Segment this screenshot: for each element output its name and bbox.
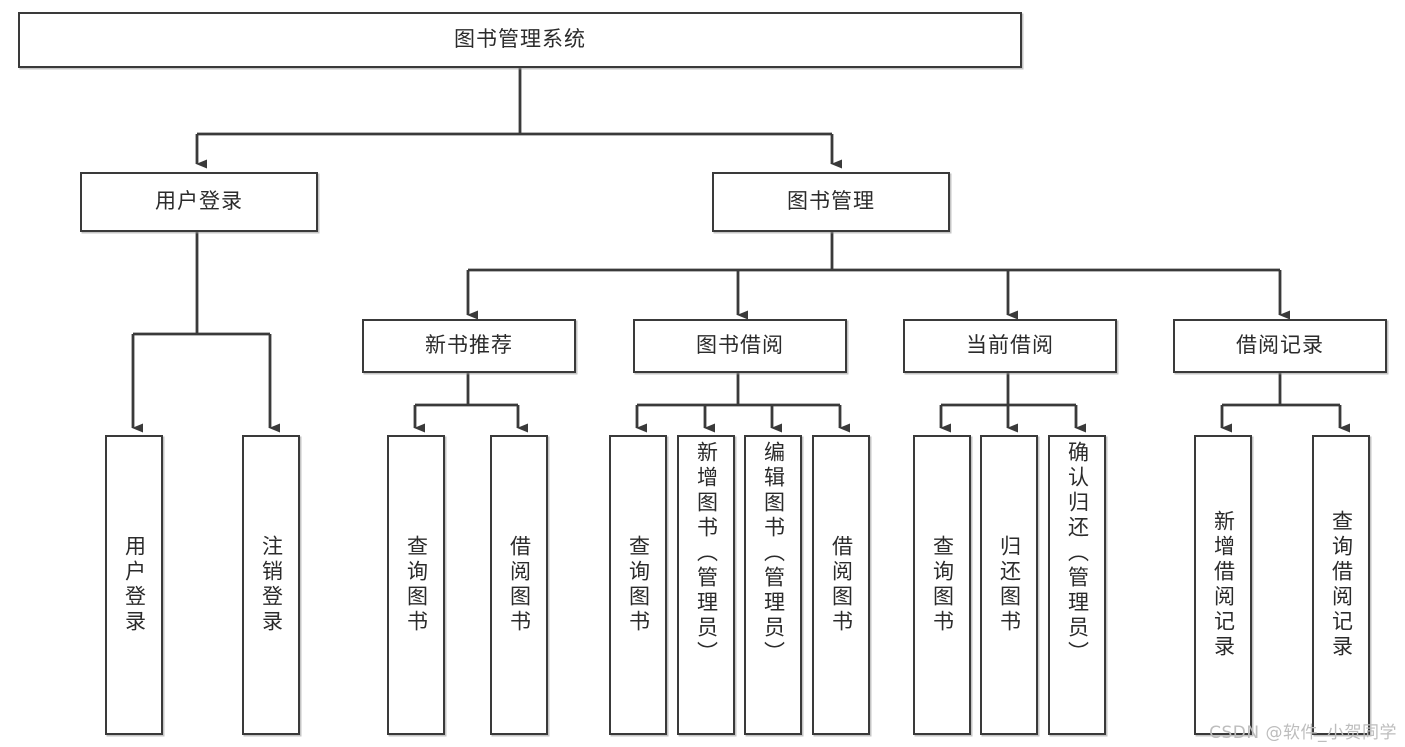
node-leaf-borrow-book-1[interactable]: 借阅图书 [490, 435, 548, 735]
node-leaf-query-book-3[interactable]: 查询图书 [913, 435, 971, 735]
node-new-book-recommend-label: 新书推荐 [425, 333, 513, 358]
node-leaf-query-book-1-label: 查询图书 [404, 535, 429, 635]
node-leaf-query-book-1[interactable]: 查询图书 [387, 435, 445, 735]
node-borrow-record-label: 借阅记录 [1236, 333, 1324, 358]
node-book-borrow-label: 图书借阅 [696, 333, 784, 358]
node-leaf-query-record-label: 查询借阅记录 [1329, 510, 1354, 660]
node-leaf-add-book-label: 新增图书（管理员） [694, 441, 719, 666]
node-leaf-add-record[interactable]: 新增借阅记录 [1194, 435, 1252, 735]
node-user-login[interactable]: 用户登录 [80, 172, 318, 232]
node-leaf-user-login-label: 用户登录 [122, 535, 147, 635]
node-leaf-add-book[interactable]: 新增图书（管理员） [677, 435, 735, 735]
node-leaf-borrow-book-2-label: 借阅图书 [829, 535, 854, 635]
node-leaf-borrow-book-2[interactable]: 借阅图书 [812, 435, 870, 735]
csdn-watermark: CSDN @软件_小贺同学 [1209, 723, 1397, 743]
node-root-label: 图书管理系统 [454, 27, 586, 52]
node-leaf-logout-label: 注销登录 [259, 535, 284, 635]
node-leaf-add-record-label: 新增借阅记录 [1211, 510, 1236, 660]
node-leaf-edit-book-label: 编辑图书（管理员） [761, 441, 786, 666]
node-leaf-query-book-2-label: 查询图书 [626, 535, 651, 635]
node-current-borrow-label: 当前借阅 [966, 333, 1054, 358]
node-user-login-label: 用户登录 [155, 189, 243, 214]
node-leaf-confirm-return-label: 确认归还（管理员） [1065, 441, 1090, 666]
node-leaf-user-login[interactable]: 用户登录 [105, 435, 163, 735]
node-leaf-confirm-return[interactable]: 确认归还（管理员） [1048, 435, 1106, 735]
node-root[interactable]: 图书管理系统 [18, 12, 1022, 68]
node-current-borrow[interactable]: 当前借阅 [903, 319, 1117, 373]
node-new-book-recommend[interactable]: 新书推荐 [362, 319, 576, 373]
node-book-manage[interactable]: 图书管理 [712, 172, 950, 232]
node-leaf-query-record[interactable]: 查询借阅记录 [1312, 435, 1370, 735]
node-leaf-return-book-label: 归还图书 [997, 535, 1022, 635]
node-leaf-query-book-3-label: 查询图书 [930, 535, 955, 635]
node-borrow-record[interactable]: 借阅记录 [1173, 319, 1387, 373]
node-leaf-borrow-book-1-label: 借阅图书 [507, 535, 532, 635]
node-leaf-return-book[interactable]: 归还图书 [980, 435, 1038, 735]
node-book-manage-label: 图书管理 [787, 189, 875, 214]
node-leaf-query-book-2[interactable]: 查询图书 [609, 435, 667, 735]
node-leaf-logout[interactable]: 注销登录 [242, 435, 300, 735]
node-leaf-edit-book[interactable]: 编辑图书（管理员） [744, 435, 802, 735]
node-book-borrow[interactable]: 图书借阅 [633, 319, 847, 373]
